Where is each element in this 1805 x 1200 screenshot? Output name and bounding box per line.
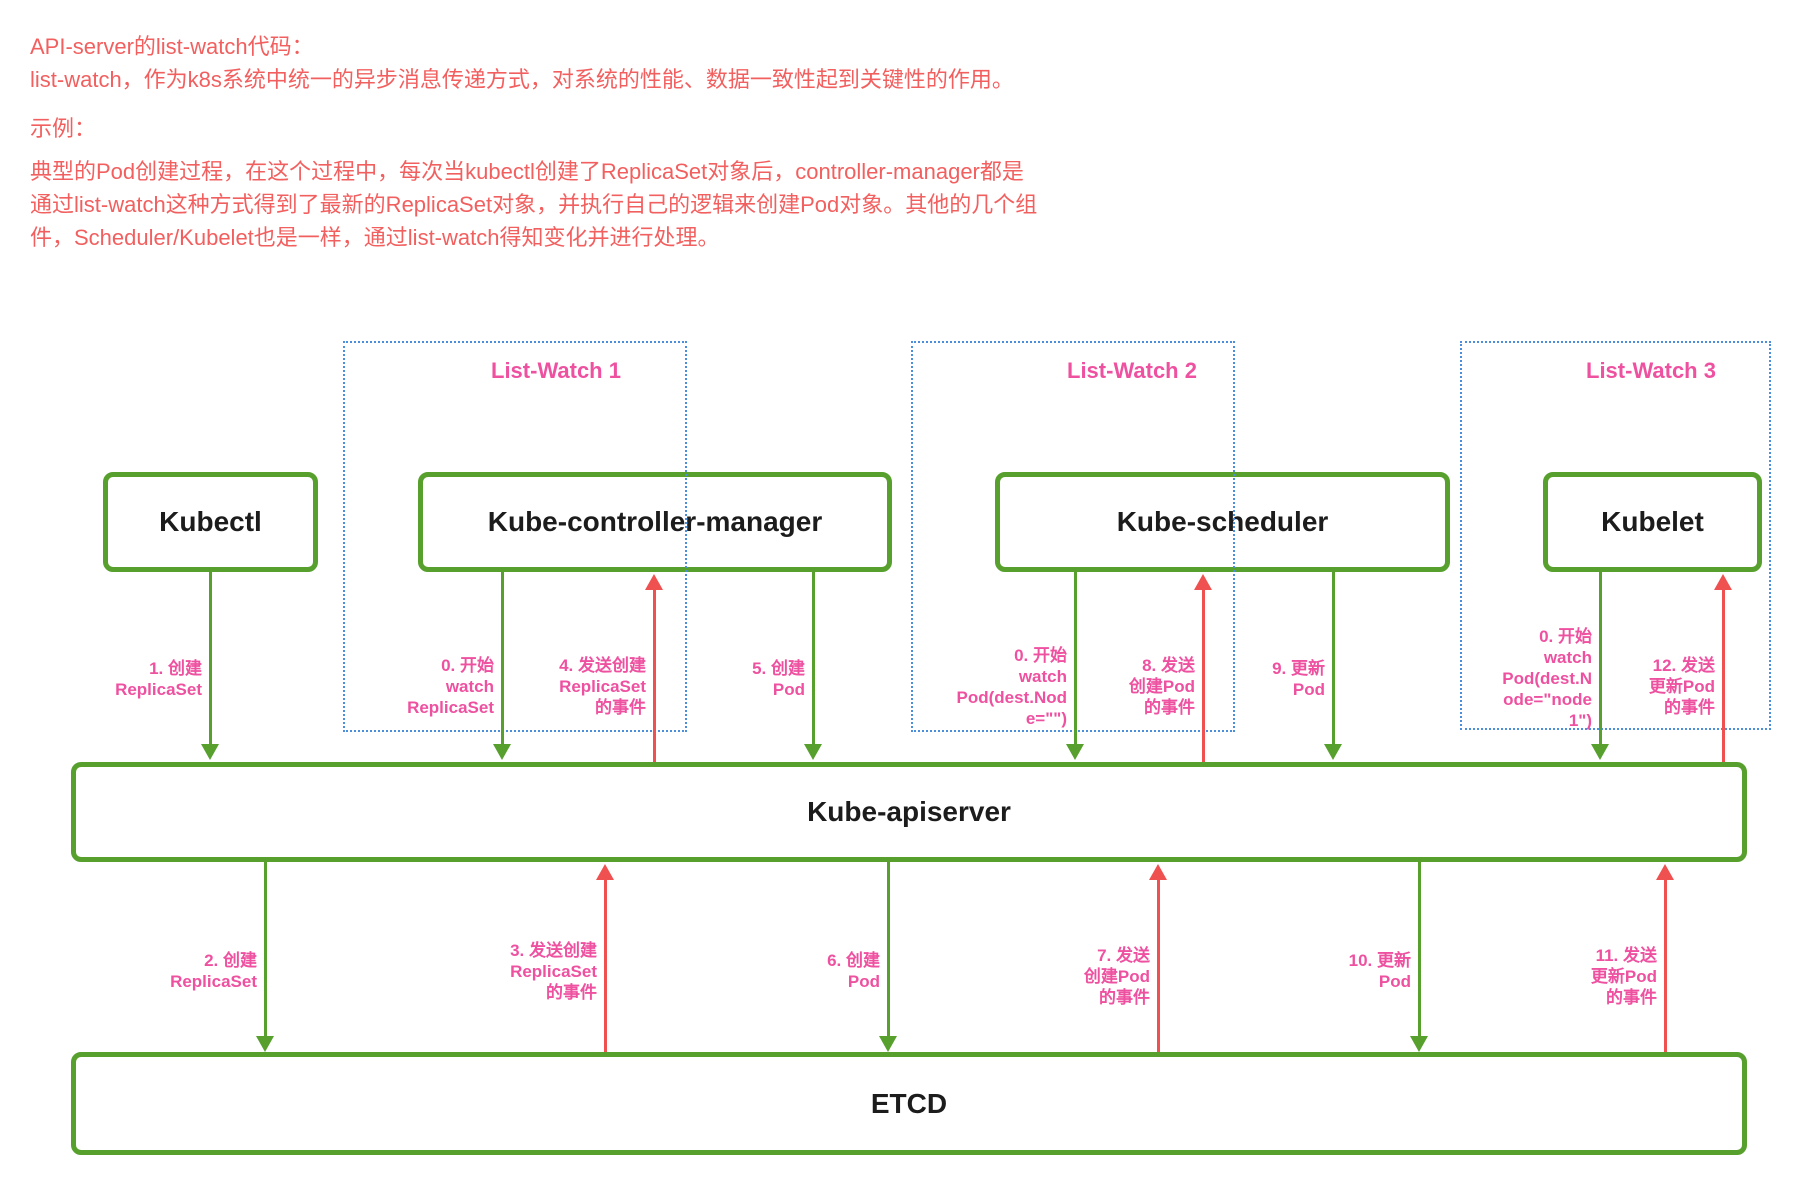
arrow-0-watch-replicaset [493, 572, 511, 760]
arrow-line [1201, 590, 1205, 762]
arrow-1-create-replicaset [201, 572, 219, 760]
arrow-9-update-pod [1324, 572, 1342, 760]
arrowhead-down-icon [1066, 744, 1084, 760]
arrow-line [1073, 572, 1077, 744]
arrowhead-down-icon [201, 744, 219, 760]
arrow-line [1331, 572, 1335, 744]
step-label-0-scheduler: 0. 开始 watch Pod(dest.Nod e="") [956, 646, 1068, 728]
header-line-3: 示例： [30, 116, 97, 141]
arrow-line [1156, 880, 1160, 1052]
step-label-7: 7. 发送 创建Pod 的事件 [1083, 946, 1150, 1007]
arrow-line [603, 880, 607, 1052]
arrow-line [886, 862, 890, 1036]
kube-scheduler-label: Kube-scheduler [1116, 506, 1329, 537]
arrow-11-send-update-pod-event [1656, 864, 1674, 1052]
arrow-3-send-create-replicaset-event [596, 864, 614, 1052]
arrow-12-send-update-pod-event [1714, 574, 1732, 762]
kubectl-box: Kubectl [103, 472, 318, 572]
list-watch-3-label: List-Watch 3 [1586, 358, 1716, 383]
arrowhead-down-icon [1324, 744, 1342, 760]
header-text: API-server的list-watch代码： list-watch，作为k8… [30, 30, 1150, 254]
kubelet-label: Kubelet [1601, 506, 1704, 537]
kube-controller-manager-box: Kube-controller-manager [418, 472, 892, 572]
arrow-line [263, 862, 267, 1036]
arrow-line [1417, 862, 1421, 1036]
arrowhead-down-icon [256, 1036, 274, 1052]
arrow-0-watch-pod-kubelet [1591, 572, 1609, 760]
header-line-2: list-watch，作为k8s系统中统一的异步消息传递方式，对系统的性能、数据… [30, 67, 1014, 92]
arrowhead-up-icon [1194, 574, 1212, 590]
kubectl-label: Kubectl [159, 506, 262, 537]
arrow-2-create-replicaset [256, 862, 274, 1052]
arrow-line [811, 572, 815, 744]
etcd-label: ETCD [870, 1087, 948, 1119]
header-line-4: 典型的Pod创建过程，在这个过程中，每次当kubectl创建了ReplicaSe… [30, 159, 1024, 184]
list-watch-2-label: List-Watch 2 [1067, 358, 1197, 383]
arrow-line [652, 590, 656, 762]
arrowhead-down-icon [1410, 1036, 1428, 1052]
arrow-line [1598, 572, 1602, 744]
arrow-5-create-pod [804, 572, 822, 760]
header-line-6: 件，Scheduler/Kubelet也是一样，通过list-watch得知变化… [30, 225, 720, 250]
step-label-6: 6. 创建 Pod [827, 951, 880, 991]
arrow-line [500, 572, 504, 744]
arrowhead-down-icon [804, 744, 822, 760]
kube-apiserver-label: Kube-apiserver [807, 796, 1011, 827]
step-label-9: 9. 更新 Pod [1272, 659, 1325, 699]
arrowhead-up-icon [596, 864, 614, 880]
step-label-3: 3. 发送创建 ReplicaSet 的事件 [510, 941, 597, 1002]
kube-scheduler-box: Kube-scheduler [995, 472, 1450, 572]
step-label-8: 8. 发送 创建Pod 的事件 [1128, 656, 1195, 717]
step-label-0-kubelet: 0. 开始 watch Pod(dest.N ode="node 1") [1502, 627, 1592, 730]
step-label-2: 2. 创建 ReplicaSet [170, 951, 257, 991]
header-line-5: 通过list-watch这种方式得到了最新的ReplicaSet对象，并执行自己… [30, 192, 1038, 217]
arrow-8-send-create-pod-event [1194, 574, 1212, 762]
arrowhead-up-icon [1714, 574, 1732, 590]
step-label-1: 1. 创建 ReplicaSet [115, 659, 202, 699]
kubelet-box: Kubelet [1543, 472, 1762, 572]
arrow-line [208, 572, 212, 744]
header-line-1: API-server的list-watch代码： [30, 34, 314, 59]
arrowhead-up-icon [645, 574, 663, 590]
step-label-10: 10. 更新 Pod [1348, 951, 1411, 991]
etcd-box: ETCD [71, 1052, 1747, 1155]
kube-apiserver-box: Kube-apiserver [71, 762, 1747, 862]
arrow-line [1663, 880, 1667, 1052]
step-label-5: 5. 创建 Pod [752, 659, 805, 699]
arrow-7-send-create-pod-event [1149, 864, 1167, 1052]
arrowhead-up-icon [1656, 864, 1674, 880]
arrowhead-down-icon [1591, 744, 1609, 760]
list-watch-1-label: List-Watch 1 [491, 358, 621, 383]
arrow-6-create-pod [879, 862, 897, 1052]
step-label-4: 4. 发送创建 ReplicaSet 的事件 [559, 656, 646, 717]
arrow-4-send-create-replicaset-event [645, 574, 663, 762]
arrowhead-up-icon [1149, 864, 1167, 880]
arrowhead-down-icon [493, 744, 511, 760]
kube-controller-manager-label: Kube-controller-manager [487, 506, 823, 537]
step-label-0-cm: 0. 开始 watch ReplicaSet [407, 656, 494, 717]
list-watch-2-box [911, 341, 1235, 732]
step-label-11: 11. 发送 更新Pod 的事件 [1590, 946, 1657, 1007]
arrow-line [1721, 590, 1725, 762]
list-watch-1-box [343, 341, 687, 732]
step-label-12: 12. 发送 更新Pod 的事件 [1648, 656, 1715, 717]
list-watch-3-box [1460, 341, 1771, 730]
arrow-0-watch-pod-scheduler [1066, 572, 1084, 760]
arrow-10-update-pod [1410, 862, 1428, 1052]
arrowhead-down-icon [879, 1036, 897, 1052]
